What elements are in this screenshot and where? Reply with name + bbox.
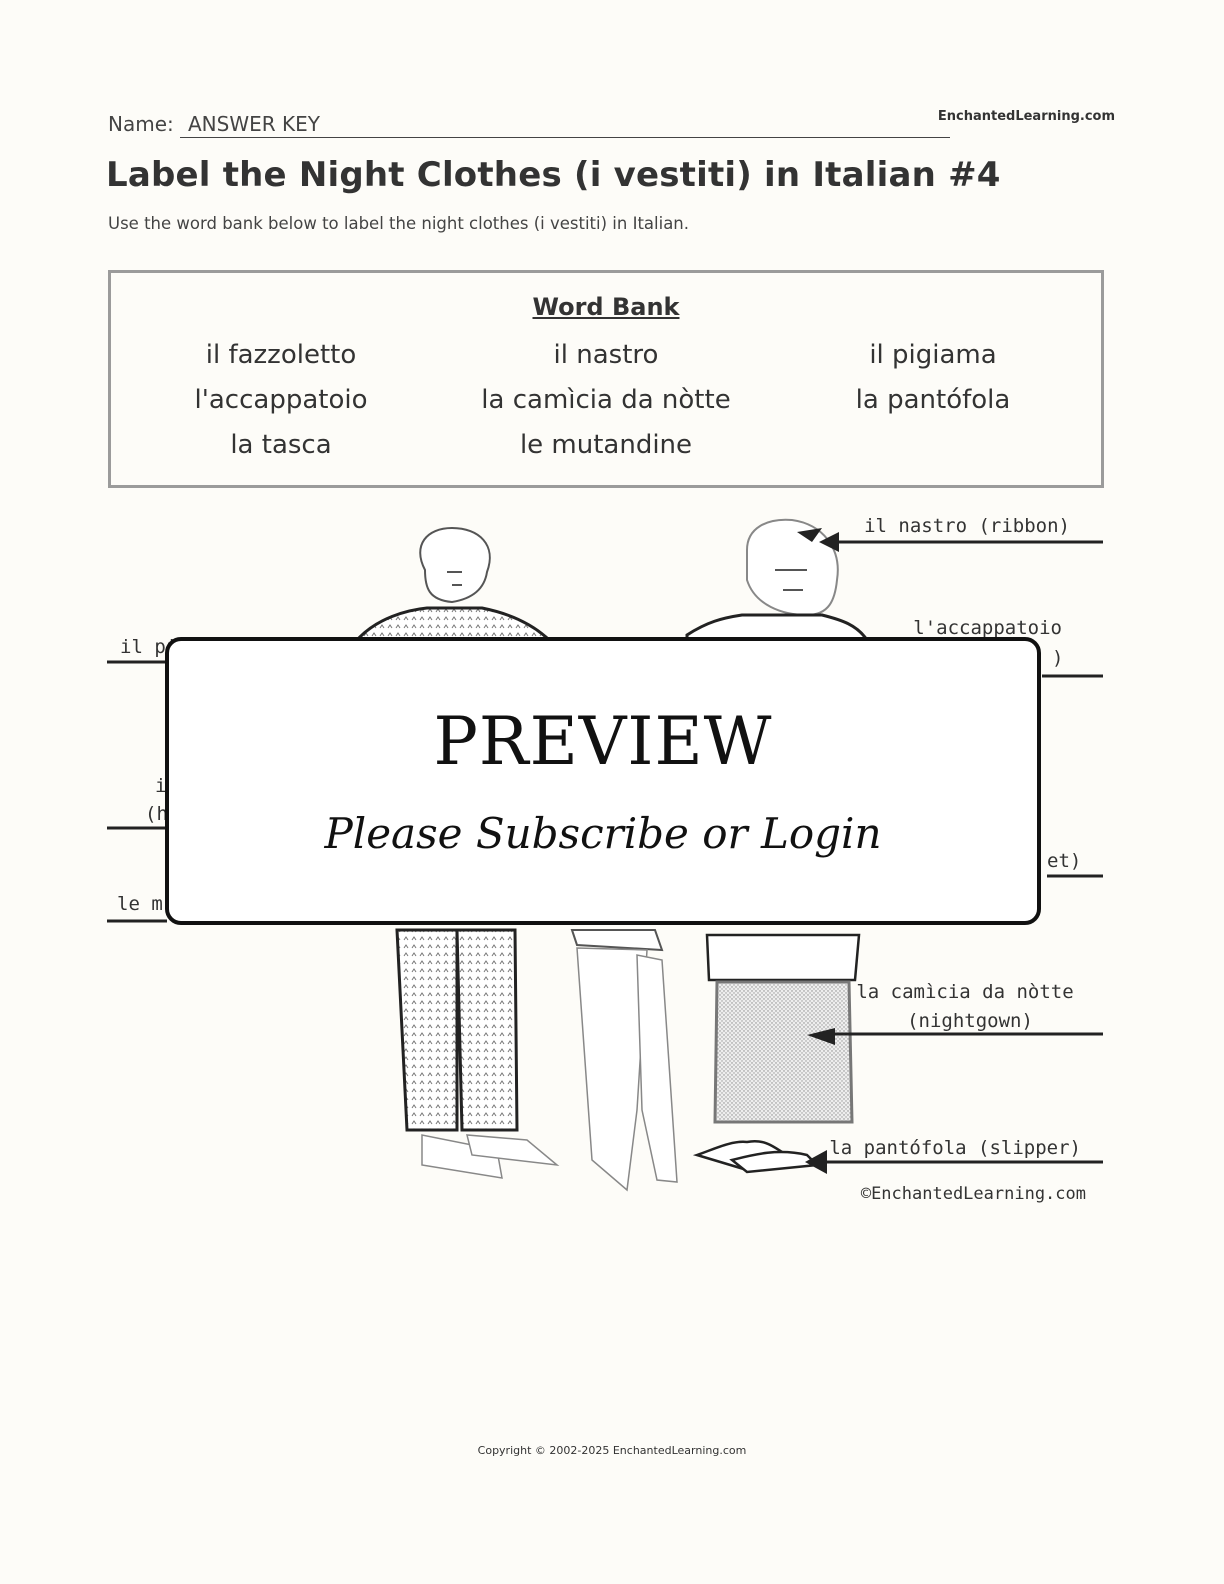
site-brand[interactable]: EnchantedLearning.com [937,109,1115,124]
man-figure [355,526,560,1179]
diagram-credit: ©EnchantedLearning.com [861,1184,1086,1204]
night-clothes-diagram: il nastro (ribbon) l'accappatoio ) il pi… [107,515,1103,1204]
name-field[interactable]: ANSWER KEY [180,110,950,138]
word-bank-item: l'accappatoio [194,385,368,415]
label-robe: l'accappatoio [913,617,1062,639]
child-figure [570,929,678,1192]
name-label: Name: [108,112,174,136]
slipper-arrow [805,1150,827,1174]
word-bank-item: il fazzoletto [205,340,357,370]
preview-title: PREVIEW [433,703,773,780]
word-bank: Word Bank il fazzoletto l'accappatoio la… [108,270,1104,488]
label-handkerchief-2: (h [145,803,168,825]
label-underpants: le m [117,893,163,915]
word-bank-column: il fazzoletto l'accappatoio la tasca [116,337,446,472]
word-bank-item: la camìcia da nòtte [481,385,731,415]
copyright-footer: Copyright © 2002-2025 EnchantedLearning.… [477,1444,747,1457]
label-nightgown-2: (nightgown) [907,1010,1033,1032]
word-bank-item: il pigiama [869,340,997,370]
name-row: Name: ANSWER KEY [108,110,950,140]
word-bank-item: il nastro [553,340,659,370]
word-bank-column: il nastro la camìcia da nòtte le mutandi… [441,337,771,472]
word-bank-item: la pantófola [855,385,1011,415]
label-nightgown: la camìcia da nòtte [856,981,1073,1003]
word-bank-item: le mutandine [519,430,693,460]
label-ribbon: il nastro (ribbon) [864,515,1070,537]
preview-overlay[interactable]: PREVIEW Please Subscribe or Login [165,637,1041,925]
word-bank-item: la tasca [230,430,332,460]
label-robe-2: ) [1052,647,1063,669]
ribbon-arrow [819,532,839,552]
word-bank-column: il pigiama la pantófola [768,337,1098,427]
page-title: Label the Night Clothes (i vestiti) in I… [106,155,1001,195]
instructions: Use the word bank below to label the nig… [108,214,690,233]
word-bank-title: Word Bank [532,293,680,321]
label-pocket: et) [1047,850,1081,872]
label-slipper: la pantófola (slipper) [829,1137,1081,1159]
subscribe-login-link[interactable]: Please Subscribe or Login [324,809,882,858]
woman-figure [685,518,869,1174]
name-value: ANSWER KEY [188,112,320,136]
